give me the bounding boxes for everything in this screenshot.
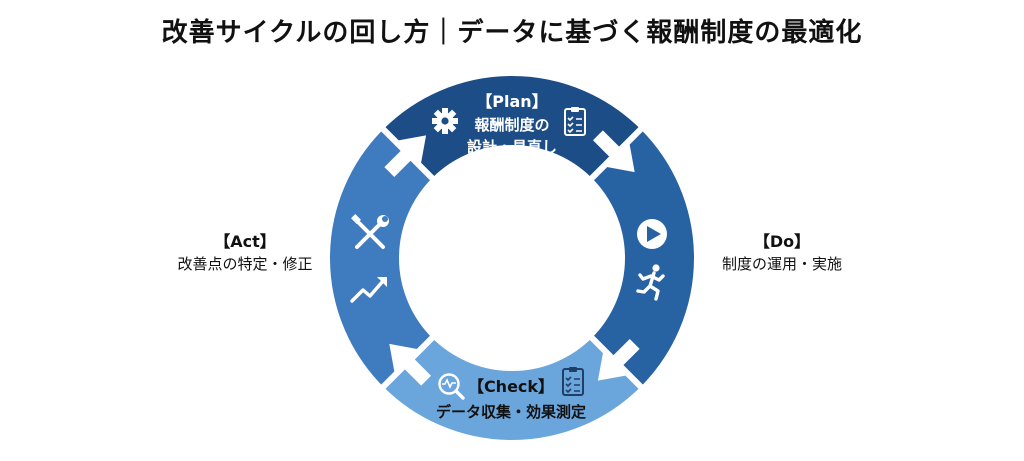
check-heading: 【Check】 xyxy=(468,377,554,396)
cycle-arrows xyxy=(384,130,640,386)
trend-up-icon xyxy=(350,277,387,303)
gear-icon xyxy=(432,108,458,134)
plan-segment xyxy=(376,70,648,185)
act-heading: 【Act】 xyxy=(214,232,276,251)
plan-heading: 【Plan】 xyxy=(476,92,547,111)
do-segment xyxy=(585,122,700,394)
act-desc: 改善点の特定・修正 xyxy=(177,255,313,273)
checklist-icon xyxy=(564,107,586,136)
checklist-icon xyxy=(562,367,584,396)
check-segment xyxy=(376,331,648,446)
cycle-arrow-3 xyxy=(389,343,432,386)
ring xyxy=(324,70,700,446)
cycle-arrow-1 xyxy=(592,130,635,173)
magnifier-pulse-icon xyxy=(438,373,465,400)
plan-line1: 報酬制度の xyxy=(474,116,549,134)
cycle-arrow-4 xyxy=(384,135,427,178)
check-desc: データ収集・効果測定 xyxy=(436,403,586,421)
act-segment xyxy=(324,122,439,394)
cycle-arrow-2 xyxy=(597,338,640,381)
page-title: 改善サイクルの回し方｜データに基づく報酬制度の最適化 xyxy=(161,18,863,48)
do-label: 【Do】 制度の運用・実施 xyxy=(702,231,862,275)
do-heading: 【Do】 xyxy=(753,232,811,251)
running-person-icon xyxy=(636,264,665,301)
play-icon xyxy=(637,219,667,249)
act-label: 【Act】 改善点の特定・修正 xyxy=(160,231,330,275)
tools-icon xyxy=(351,214,389,249)
do-desc: 制度の運用・実施 xyxy=(721,255,842,273)
plan-line2: 設計・見直し xyxy=(467,138,557,156)
